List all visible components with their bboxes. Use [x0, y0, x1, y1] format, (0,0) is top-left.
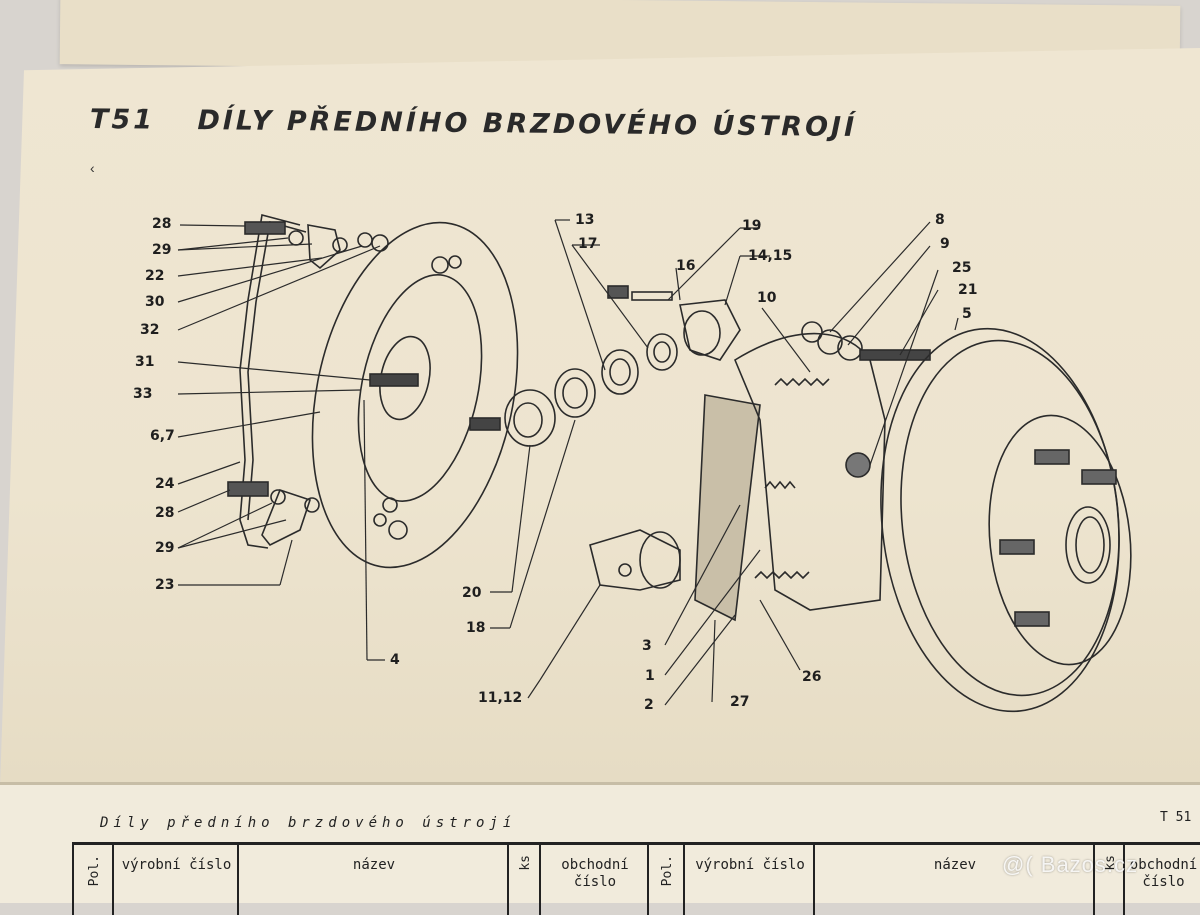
- wheel-stud-3: [999, 539, 1035, 555]
- wheel-cylinder-11-12: [589, 529, 681, 591]
- brake-shoe-lining: [694, 394, 761, 622]
- col-vyrobni-cislo-1: výrobní číslo: [112, 845, 239, 915]
- callout-32: 32: [140, 322, 160, 338]
- callout-13: 13: [575, 212, 595, 228]
- callout-33: 33: [133, 386, 153, 402]
- callout-6-7: 6,7: [150, 428, 175, 444]
- callout-22: 22: [145, 268, 165, 284]
- callout-19: 19: [742, 218, 762, 234]
- brake-shoe: [733, 332, 886, 611]
- callout-24: 24: [155, 476, 175, 492]
- wheel-stud-4: [1014, 611, 1050, 627]
- callout-29-top: 29: [152, 242, 172, 258]
- callout-29-bottom: 29: [155, 540, 175, 556]
- next-page-title: Díly předního brzdového ústrojí: [100, 815, 517, 831]
- bolt-plate-lower: [469, 417, 501, 431]
- callout-25: 25: [952, 260, 972, 276]
- callout-16: 16: [676, 258, 696, 274]
- callout-2: 2: [644, 697, 654, 713]
- callout-17: 17: [578, 236, 598, 252]
- backing-plate-hub: [379, 335, 431, 421]
- col-vyrobni-cislo-2: výrobní číslo: [683, 845, 815, 915]
- washer-30: [357, 232, 373, 248]
- wheel-stud-2: [1081, 469, 1117, 485]
- callout-8: 8: [935, 212, 945, 228]
- callout-5: 5: [962, 306, 972, 322]
- callout-11-12: 11,12: [478, 690, 523, 706]
- spring-10: [774, 377, 830, 387]
- col-obchodni-cislo-1: obchodní číslo: [539, 845, 649, 915]
- brake-drum-face: [988, 414, 1132, 666]
- banjo-fitting-22: [307, 224, 341, 270]
- fitting-23: [261, 489, 312, 547]
- washer-29-bottom: [270, 489, 286, 505]
- callout-21: 21: [958, 282, 978, 298]
- col-pol-2: Pol.: [647, 845, 685, 915]
- wheel-cylinder-14-15: [679, 299, 741, 361]
- nut-21: [845, 452, 871, 478]
- brake-drum-rim: [900, 339, 1120, 697]
- next-page-code: T 51: [1160, 810, 1192, 825]
- callout-1: 1: [645, 668, 655, 684]
- callout-18: 18: [466, 620, 486, 636]
- bolt-25: [859, 349, 931, 361]
- bolt-31: [369, 373, 419, 387]
- backing-plate-outer: [311, 221, 519, 569]
- wheel-stud-1: [1034, 449, 1070, 465]
- callout-28-bottom: 28: [155, 505, 175, 521]
- seal-ring-18: [554, 368, 596, 418]
- seal-17: [646, 333, 678, 371]
- bleeder-screw-16: [607, 285, 629, 299]
- anchor-8: [801, 321, 823, 343]
- col-pol-1: Pol.: [72, 845, 114, 915]
- hub: [1065, 506, 1111, 584]
- brake-exploded-diagram: [177, 214, 1132, 713]
- col-nazev-2: název: [813, 845, 1095, 915]
- callout-4: 4: [390, 652, 400, 668]
- anchor-9: [817, 329, 843, 355]
- backing-plate-inner: [357, 274, 483, 502]
- callout-10: 10: [757, 290, 777, 306]
- piston-13: [601, 349, 639, 395]
- callout-9: 9: [940, 236, 950, 252]
- col-nazev-1: název: [237, 845, 509, 915]
- col-obchodni-cislo-2: obchodní číslo: [1123, 845, 1200, 915]
- callout-26: 26: [802, 669, 822, 685]
- col-ks-2: ks: [1093, 845, 1125, 915]
- callout-23: 23: [155, 577, 175, 593]
- parts-table-header: Pol. výrobní číslo název ks obchodní čís…: [72, 842, 1200, 915]
- callout-28-top: 28: [152, 216, 172, 232]
- col-ks-1: ks: [507, 845, 541, 915]
- callout-31: 31: [135, 354, 155, 370]
- bazos-watermark: @( Bazos.cz: [1002, 852, 1139, 877]
- callout-3: 3: [642, 638, 652, 654]
- margin-mark: ‹: [90, 160, 95, 176]
- bolt-28-top: [244, 221, 286, 235]
- callout-30: 30: [145, 294, 165, 310]
- bolt-28-bottom: [227, 481, 269, 497]
- callout-20: 20: [462, 585, 482, 601]
- callout-27: 27: [730, 694, 750, 710]
- spring-26: [754, 570, 810, 580]
- diagram-page: [0, 48, 1200, 788]
- spring-mid: [764, 480, 796, 490]
- washer-29-top: [288, 230, 304, 246]
- callout-14-15: 14,15: [748, 248, 793, 264]
